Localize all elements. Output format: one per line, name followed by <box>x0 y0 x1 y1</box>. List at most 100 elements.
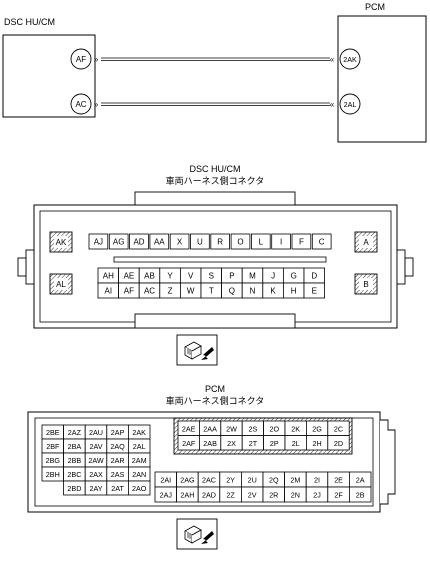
pin-label: 2I <box>314 476 320 485</box>
pin-label: AF <box>124 287 134 296</box>
pin-label: E <box>312 287 317 296</box>
dsc-left-tab <box>25 249 35 285</box>
pin-label: 2O <box>270 424 280 433</box>
pin-cell <box>149 233 170 250</box>
right-module-box <box>337 15 427 143</box>
pin-label: 2AG <box>180 476 195 485</box>
pin-cell <box>303 282 326 299</box>
pin-label: R <box>217 238 223 247</box>
dsc-right-tab <box>396 249 406 285</box>
connector-mark-out-icon: » <box>94 100 99 109</box>
pin-label: 2AU <box>89 428 103 437</box>
pin-circle-ac <box>70 93 92 115</box>
pin-label: 2A <box>356 476 365 485</box>
pin-label: 2BE <box>46 428 60 437</box>
pin-label: 2T <box>249 439 258 448</box>
wiring-section: DSC HU/CM PCM AF » « 2AK AC » « 2AL <box>2 2 427 143</box>
pin-label: 2AV <box>89 442 102 451</box>
pin-label: 2AW <box>88 456 104 465</box>
pin-label: 2AZ <box>68 428 82 437</box>
dsc-side-label: AL <box>56 280 66 289</box>
pin-label: 2AC <box>202 476 216 485</box>
pin-label: F <box>299 238 304 247</box>
pin-label: 2L <box>292 439 300 448</box>
pin-label: 2Y <box>226 476 235 485</box>
pin-label: AD <box>133 238 144 247</box>
pin-cell <box>271 233 291 250</box>
pin-label: S <box>209 272 214 281</box>
pin-label: 2AD <box>202 491 216 500</box>
pcm-view-direction-icon <box>176 518 218 550</box>
pin-label: V <box>188 272 194 281</box>
pin-label: 2BA <box>68 442 82 451</box>
pin-cell <box>291 233 312 250</box>
pin-label: 2AY <box>89 484 102 493</box>
pin-cell <box>210 233 231 250</box>
pin-label: 2AP <box>111 428 125 437</box>
pin-label: 2P <box>270 439 279 448</box>
pin-label: C <box>319 238 325 247</box>
left-module-label: DSC HU/CM <box>4 17 55 27</box>
pin-label: Y <box>167 272 173 281</box>
dsc-connector-title: DSC HU/CM <box>190 164 241 174</box>
pin-label: 2AL <box>133 442 146 451</box>
connector-mark-out-icon: » <box>94 55 99 64</box>
pin-label: L <box>259 238 264 247</box>
dsc-left-tab <box>17 257 27 277</box>
pin-label-2ak: 2AK <box>343 55 357 64</box>
pin-cell <box>169 233 190 250</box>
pin-label: 2BG <box>46 456 61 465</box>
pin-label: J <box>271 272 275 281</box>
pcm-connector-title: PCM <box>205 384 225 394</box>
pin-circle-2ak <box>339 48 361 70</box>
pin-cell <box>230 233 251 250</box>
pin-cell <box>127 480 151 496</box>
pin-label: 2H <box>312 439 321 448</box>
pin-label: 2J <box>313 491 321 500</box>
pin-label: W <box>187 287 195 296</box>
dsc-center-slot <box>113 256 327 263</box>
pin-label: 2E <box>334 476 343 485</box>
pin-label: AH <box>103 272 114 281</box>
pin-label: M <box>249 272 256 281</box>
pin-label: 2Z <box>226 491 235 500</box>
dsc-connector-subtitle: 車両ハーネス側コネクタ <box>166 175 265 186</box>
pin-label: AC <box>144 287 155 296</box>
pcm-right-latch <box>380 419 396 505</box>
pin-cell <box>108 233 129 250</box>
pin-cell <box>88 233 109 250</box>
dsc-side-label: A <box>363 238 369 247</box>
pin-label: 2AF <box>182 439 196 448</box>
pin-label: 2C <box>334 424 343 433</box>
pin-label: 2R <box>269 491 278 500</box>
pin-label: K <box>270 287 276 296</box>
pin-cell <box>348 486 372 503</box>
pin-label: 2AA <box>203 424 217 433</box>
dsc-right-tab <box>404 257 414 277</box>
pin-label: X <box>177 238 183 247</box>
pin-label: H <box>291 287 297 296</box>
pin-label: 2AX <box>89 470 103 479</box>
pin-label: 2M <box>290 476 300 485</box>
dsc-housing-inner <box>39 210 392 323</box>
dsc-top-latch <box>134 191 296 206</box>
pin-label: 2B <box>356 491 365 500</box>
pin-label: 2W <box>226 424 237 433</box>
pin-label: 2BH <box>46 470 60 479</box>
pin-label-ac: AC <box>75 100 86 109</box>
pin-label-af: AF <box>76 55 86 64</box>
pin-label: 2AN <box>132 470 146 479</box>
dsc-side-terminals: AK AL A B <box>49 231 378 295</box>
pin-label: 2AS <box>111 470 125 479</box>
pin-label: Q <box>229 287 235 296</box>
pin-label: 2BC <box>67 470 81 479</box>
pin-label: 2BF <box>46 442 60 451</box>
pin-label: 2N <box>291 491 300 500</box>
